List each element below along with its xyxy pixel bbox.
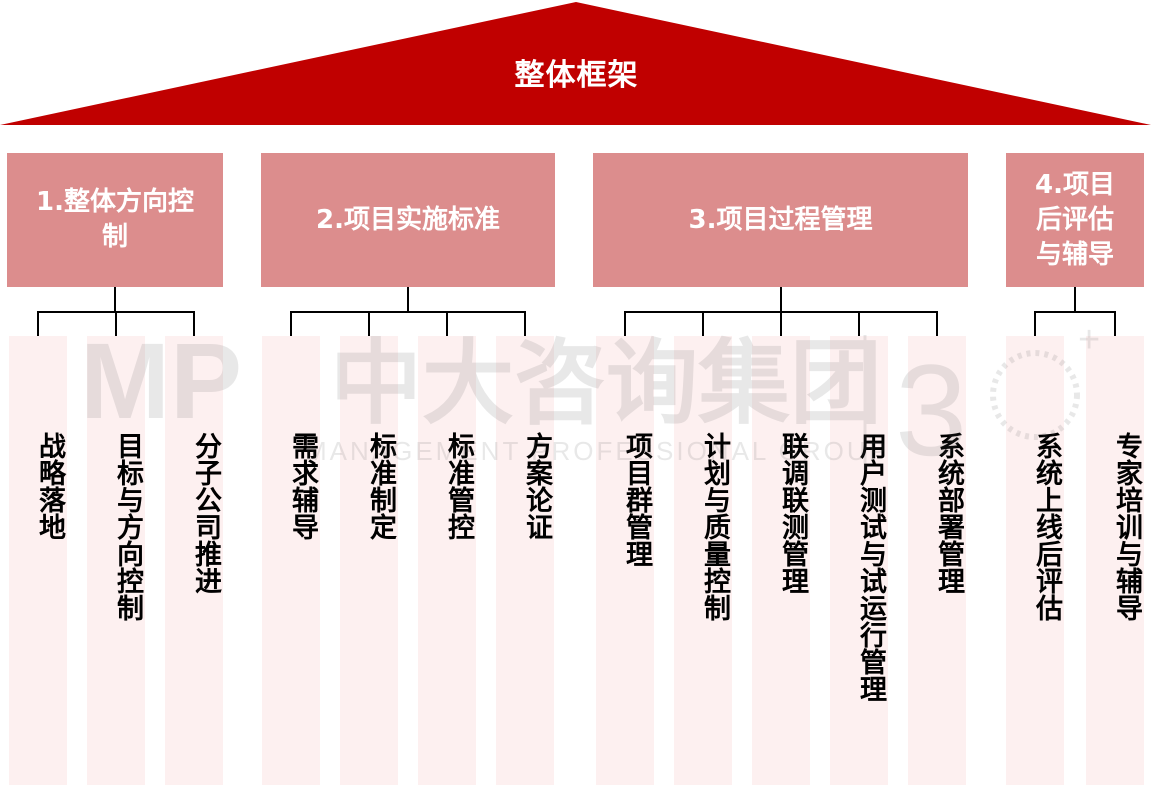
category-label: 1.整体方向控制 (36, 187, 194, 252)
item-label: 系统上线后评估 (1031, 432, 1062, 621)
item-label: 项目群管理 (621, 432, 652, 567)
category-header-4: 4.项目后评估与辅导 (1006, 153, 1144, 287)
item-column: 标准管控 (418, 336, 476, 785)
item-column: 方案论证 (496, 336, 554, 785)
item-column: 专家培训与辅导 (1086, 336, 1144, 785)
item-column: 标准制定 (340, 336, 398, 785)
category-header-3: 3.项目过程管理 (593, 153, 968, 287)
item-column: 联调联测管理 (752, 336, 810, 785)
item-label: 用户测试与试运行管理 (855, 432, 886, 702)
item-column: 需求辅导 (262, 336, 320, 785)
item-label: 标准制定 (365, 432, 396, 540)
item-label: 目标与方向控制 (112, 432, 143, 621)
item-column: 用户测试与试运行管理 (830, 336, 888, 785)
item-label: 计划与质量控制 (699, 432, 730, 621)
category-label: 4.项目后评估与辅导 (1035, 169, 1115, 270)
item-label: 联调联测管理 (777, 432, 808, 594)
framework-title: 整体框架 (514, 58, 639, 93)
roof-shape (0, 2, 1151, 125)
category-label: 2.项目实施标准 (316, 204, 500, 235)
item-column: 分子公司推进 (165, 336, 223, 785)
item-label: 系统部署管理 (933, 432, 964, 594)
category-header-1: 1.整体方向控制 (7, 153, 223, 287)
item-label: 标准管控 (443, 432, 474, 540)
item-label: 需求辅导 (287, 432, 318, 540)
item-column: 计划与质量控制 (674, 336, 732, 785)
item-column: 系统部署管理 (908, 336, 966, 785)
item-column: 目标与方向控制 (87, 336, 145, 785)
item-label: 专家培训与辅导 (1111, 432, 1142, 621)
item-column: 战略落地 (9, 336, 67, 785)
item-label: 战略落地 (34, 432, 65, 540)
item-label: 分子公司推进 (190, 432, 221, 594)
category-label: 3.项目过程管理 (688, 204, 873, 235)
item-column: 项目群管理 (596, 336, 654, 785)
item-column: 系统上线后评估 (1006, 336, 1064, 785)
item-label: 方案论证 (521, 432, 552, 540)
category-header-2: 2.项目实施标准 (261, 153, 555, 287)
